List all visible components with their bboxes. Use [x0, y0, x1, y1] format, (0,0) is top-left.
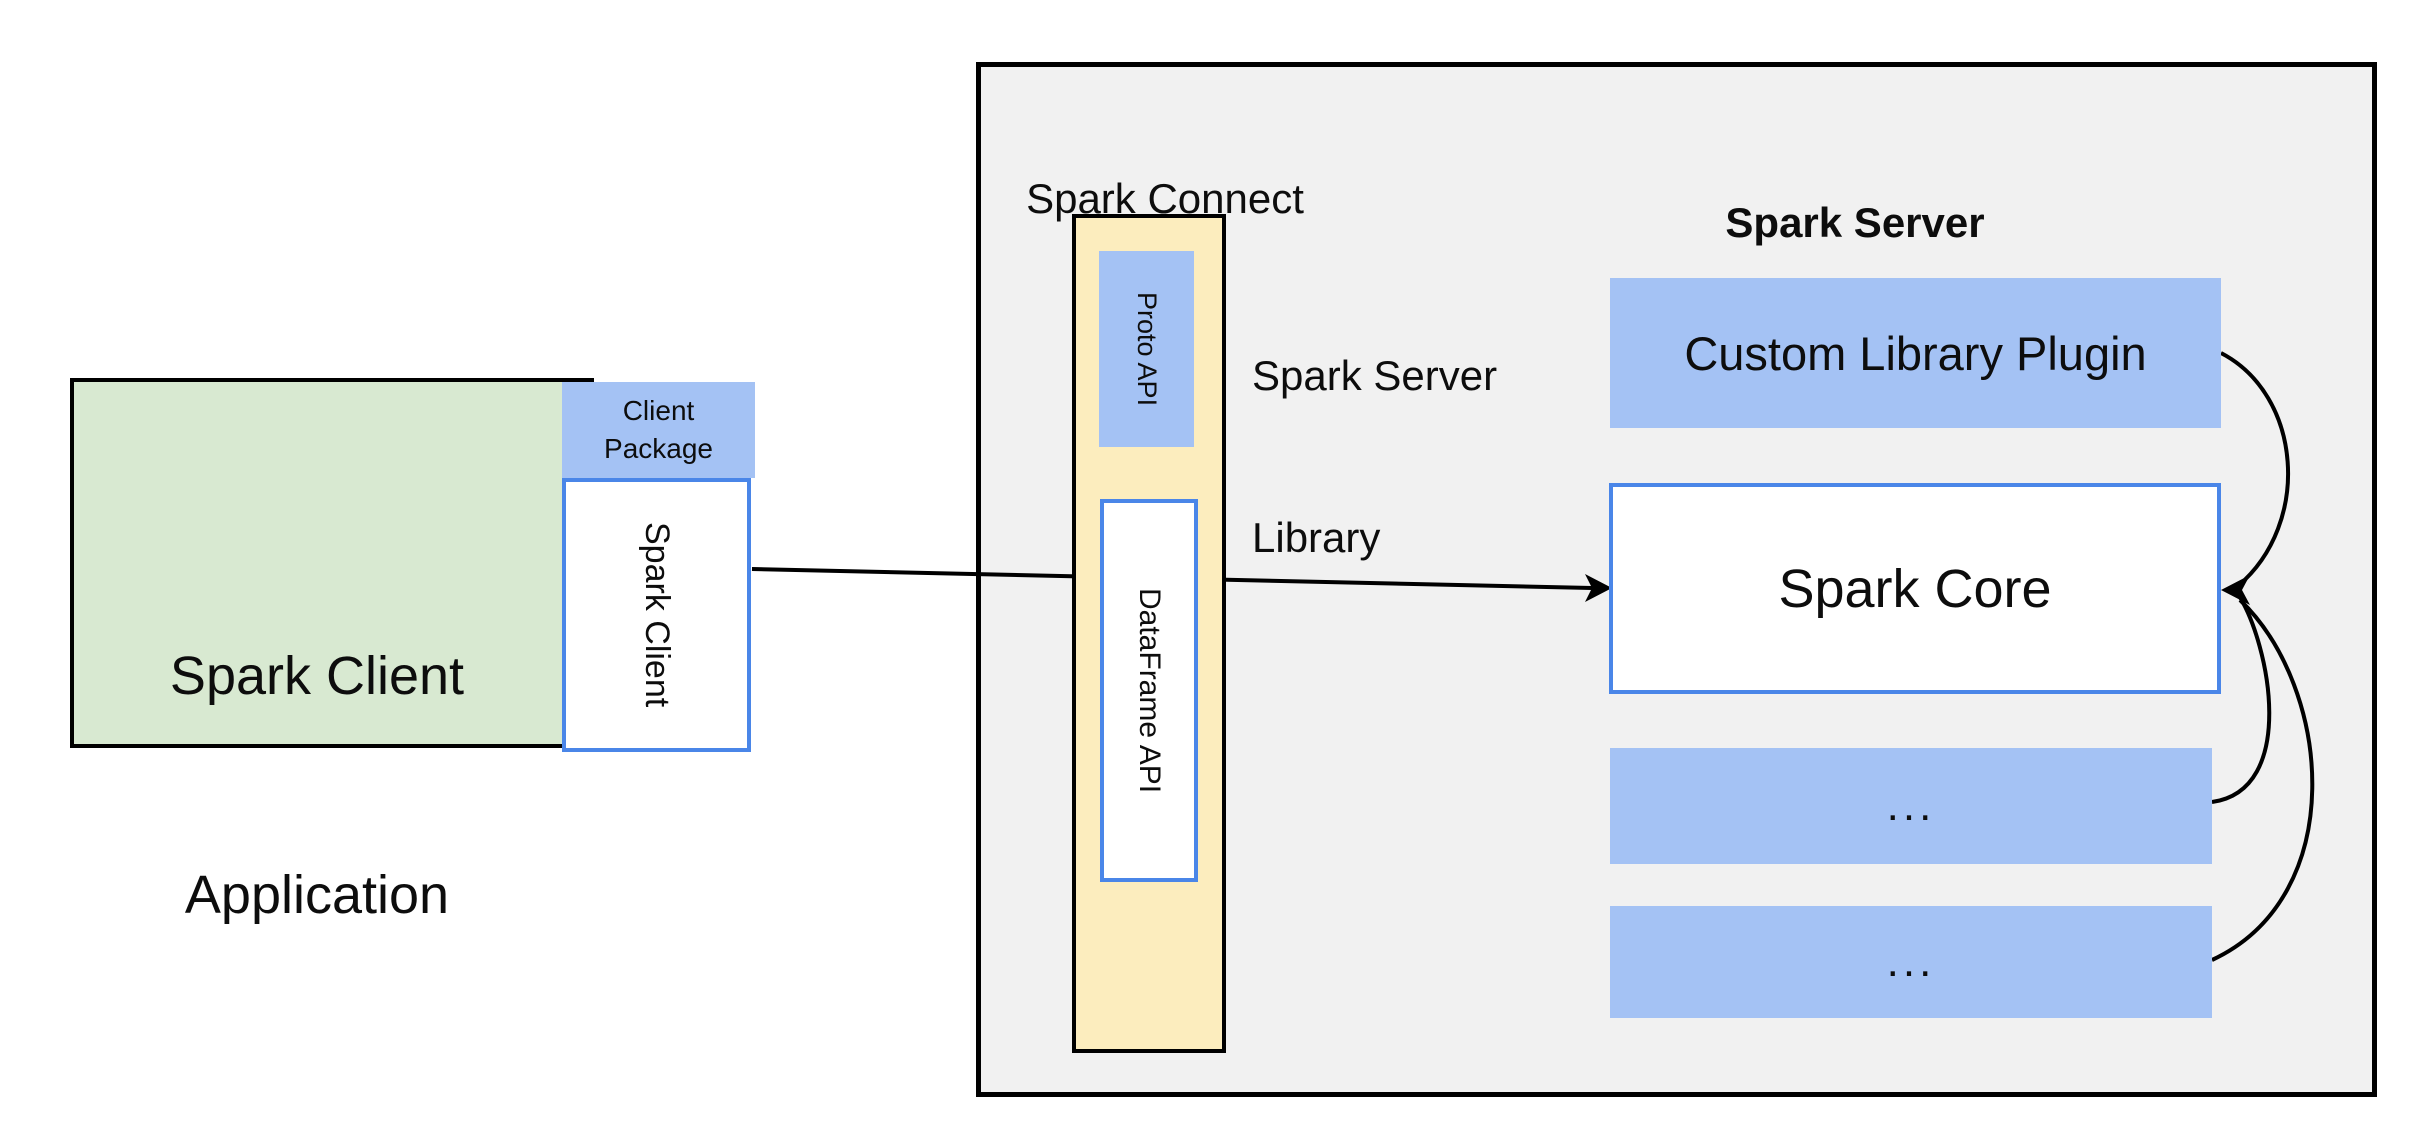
custom-library-plugin-box: Custom Library Plugin [1610, 278, 2221, 428]
dataframe-api-label: DataFrame API [1133, 587, 1166, 794]
spark-core-label: Spark Core [1778, 558, 2052, 619]
client-application-line2: Application [184, 865, 450, 925]
client-package-box: Client Package [562, 382, 755, 478]
ellipsis-box-1: ... [1610, 748, 2212, 864]
ellipsis-box-2: ... [1610, 906, 2212, 1018]
ellipsis-label-1: ... [1886, 781, 1936, 830]
client-package-label: Client Package [604, 395, 713, 464]
spark-server-library-line2: Library [1252, 514, 1381, 561]
spark-server-library-label: Spark Server Library [1252, 241, 1592, 619]
spark-server-title: Spark Server [1725, 199, 1985, 246]
ellipsis-label-2: ... [1886, 937, 1936, 986]
spark-core-box: Spark Core [1609, 483, 2221, 694]
custom-library-plugin-label: Custom Library Plugin [1684, 326, 2147, 380]
proto-api-box: Proto API [1099, 251, 1194, 447]
spark-client-box: Spark Client [562, 478, 751, 752]
spark-server-library-line1: Spark Server [1252, 352, 1498, 399]
client-application-line1: Spark Client [169, 646, 465, 706]
proto-api-label: Proto API [1132, 291, 1162, 407]
spark-client-application-label: Spark Client Application [70, 494, 564, 1005]
spark-client-label: Spark Client [638, 522, 676, 708]
dataframe-api-box: DataFrame API [1100, 499, 1198, 882]
